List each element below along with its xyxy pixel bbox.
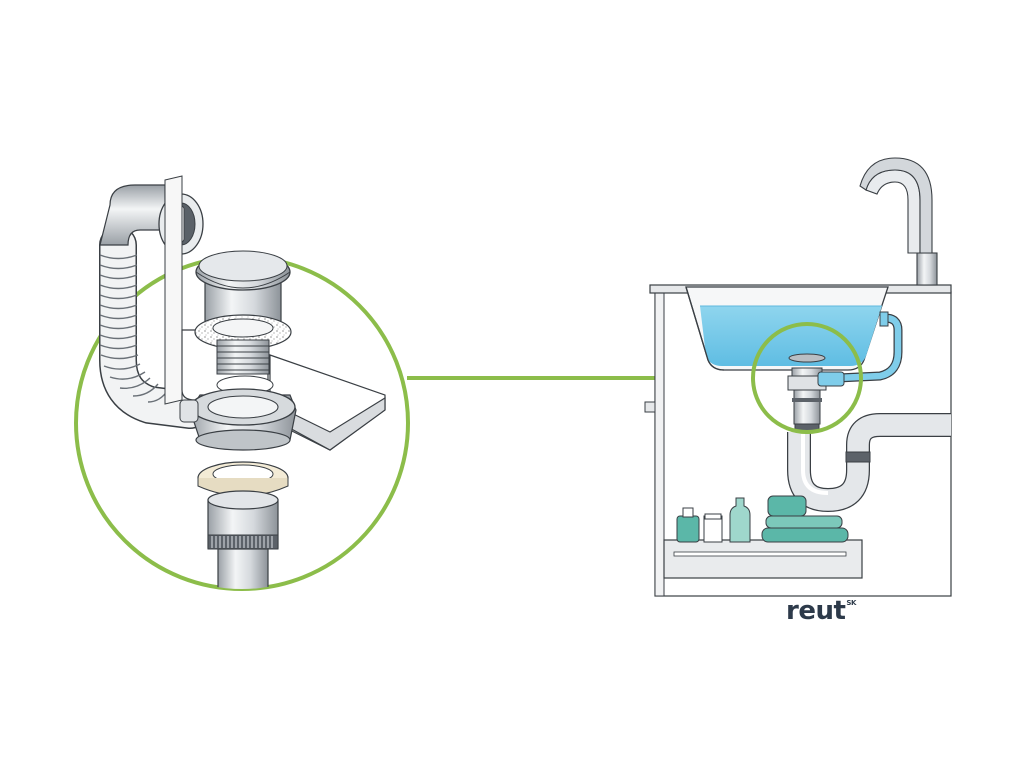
towel-1: [761, 527, 849, 543]
zoom-target-circle: [751, 322, 863, 434]
toiletries: [676, 495, 849, 543]
magnified-drain-detail: [74, 175, 410, 591]
bottle-1: [676, 515, 700, 543]
tailpiece-nut: [207, 490, 279, 589]
sink-cabinet-illustration: [644, 157, 952, 597]
overflow-hose: [99, 226, 209, 429]
tube: [703, 515, 723, 543]
threaded-body: [216, 339, 270, 375]
drain-body: [179, 388, 297, 451]
drain-assembly-small: [787, 353, 845, 433]
overflow-hose-small: [833, 311, 903, 383]
cream-gasket: [197, 461, 289, 497]
cabinet-shelf: [663, 539, 863, 579]
cabinet-side-panel: [654, 291, 665, 597]
brand-logo: reutSK: [786, 596, 856, 626]
towel-2: [765, 515, 843, 529]
p-trap: [787, 413, 951, 513]
cabinet-knob: [644, 401, 656, 413]
overflow-elbow: [99, 175, 204, 405]
faucet: [859, 157, 938, 286]
towel-3: [767, 495, 807, 517]
bottle-2: [729, 497, 751, 543]
